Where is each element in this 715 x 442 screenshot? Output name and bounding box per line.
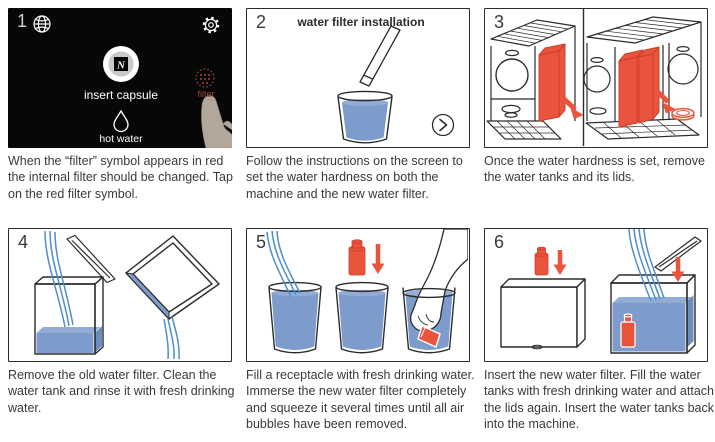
water-stream (44, 230, 74, 328)
insert-capsule-label: insert capsule (83, 88, 159, 102)
gear-icon (202, 16, 220, 34)
receptacle-immerse (335, 239, 389, 354)
hand (410, 229, 468, 332)
tank-lid (671, 107, 695, 121)
down-arrow-icon (553, 250, 567, 275)
globe-icon (33, 15, 51, 33)
empty-water-tank (500, 278, 586, 350)
machine-tanks-illustration: 3 (484, 8, 708, 148)
screen-title: water filter installation (297, 15, 425, 29)
air-bubbles (394, 316, 405, 343)
step-caption: Remove the old water filter. Clean the w… (8, 368, 235, 415)
hot-water-label: hot water (99, 133, 143, 145)
water-tank-highlighted (538, 43, 566, 122)
step-number: 6 (494, 232, 505, 252)
step-2: 2 water filter installation Follow the i… (246, 8, 470, 220)
tank-lid (66, 234, 116, 284)
down-arrow-icon (371, 244, 385, 274)
glass-and-stick-illustration (337, 25, 455, 144)
machine-screen-illustration: 1 N (8, 8, 232, 148)
step-4: 4 (8, 228, 235, 442)
chevron-next-icon (431, 113, 455, 137)
receptacles-graphic (266, 229, 468, 354)
step-number: 2 (256, 12, 267, 32)
step-6: 6 (484, 228, 714, 442)
step-number: 5 (256, 232, 267, 252)
soak-filter-illustration: 5 (246, 228, 470, 362)
filter-cartridge (534, 246, 549, 276)
tanks-graphic (500, 229, 702, 354)
filter-cartridge (417, 325, 441, 348)
water-glass (337, 90, 393, 144)
tank-lid (654, 236, 702, 272)
filter-installation-screen: 2 water filter installation (246, 8, 470, 148)
step-caption: Insert the new water filter. Fill the wa… (484, 368, 714, 431)
receptacle-squeeze (394, 229, 468, 354)
water-stream (628, 229, 665, 302)
pointing-finger (201, 95, 232, 148)
filter-label: filter (197, 89, 215, 99)
filter-stick (359, 25, 401, 87)
step-number: 4 (18, 232, 29, 252)
rinse-tank-illustration: 4 (8, 228, 232, 362)
pouring-tank (124, 235, 220, 321)
filter-cartridge (348, 239, 366, 276)
down-arrow-icon (671, 257, 685, 282)
machines-graphic (486, 9, 702, 146)
filled-water-tank (610, 274, 696, 354)
step-number: 3 (494, 12, 505, 32)
step-3: 3 (484, 8, 708, 220)
step-number: 1 (17, 11, 28, 31)
filter-symbol-icon (195, 68, 215, 88)
remove-arrow-icon (562, 97, 584, 119)
step-caption: When the “filter” symbol appears in red … (8, 154, 233, 201)
water-drop-icon (113, 109, 129, 133)
remove-arrow-icon (655, 89, 676, 114)
step-5: 5 (246, 228, 475, 442)
machine-single-tank (486, 19, 576, 140)
screen-graphics: N (33, 15, 232, 148)
step-caption: Fill a receptacle with fresh drinking wa… (246, 368, 475, 431)
machine-dual-tank (583, 16, 702, 140)
rinse-graphic (34, 230, 220, 360)
water-tanks-highlighted (618, 46, 660, 128)
water-stream (163, 316, 180, 360)
water-stream (266, 230, 301, 298)
step-caption: Once the water hardness is set, remove t… (484, 154, 705, 185)
nespresso-logo (114, 57, 128, 71)
capsule-button: N (103, 46, 139, 82)
filter-cartridge (620, 313, 636, 348)
receptacle-filling (266, 230, 322, 354)
svg-text:N: N (116, 60, 126, 72)
step-1: 1 N (8, 8, 233, 220)
water-tank (34, 276, 104, 355)
step-caption: Follow the instructions on the screen to… (246, 154, 463, 201)
insert-filter-illustration: 6 (484, 228, 708, 362)
